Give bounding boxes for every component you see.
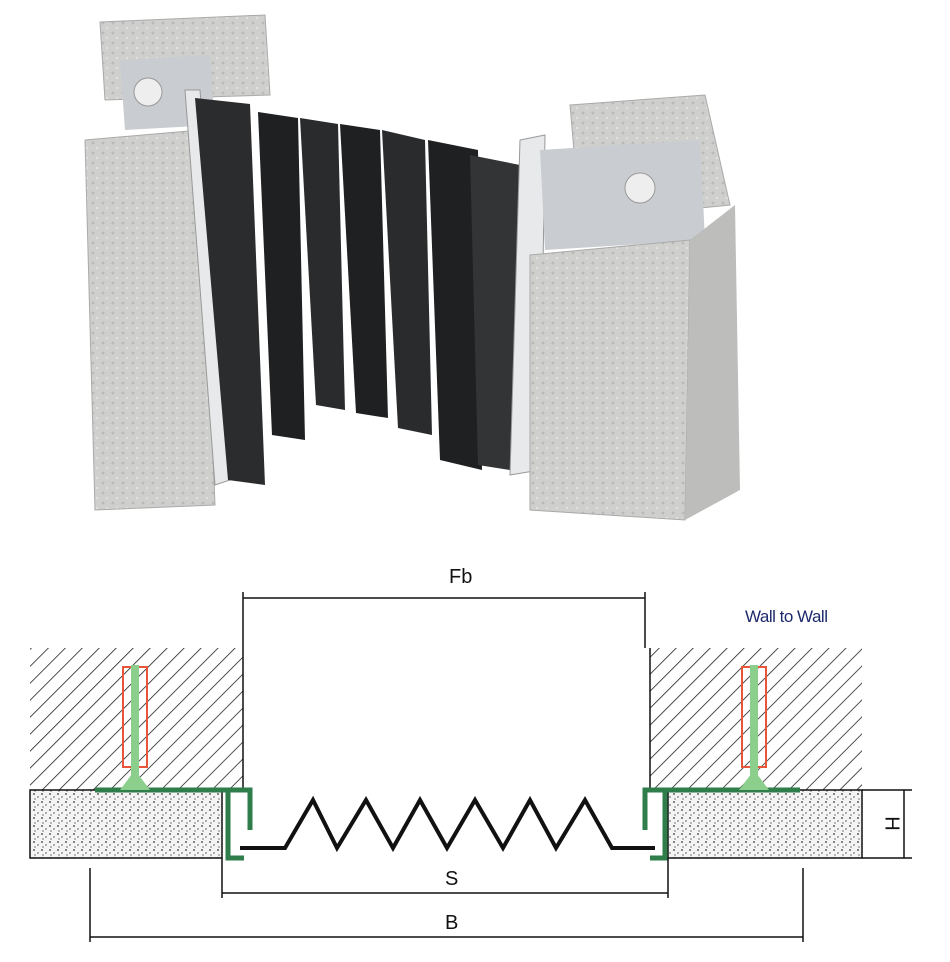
section-drawing <box>29 592 912 942</box>
dimension-b-label: B <box>445 912 459 934</box>
bellows-profile <box>240 795 655 853</box>
mode-label: Wall to Wall <box>745 607 828 626</box>
anchor-icon <box>739 665 769 790</box>
anchor-icon <box>120 665 150 790</box>
dimension-h-label: H <box>880 816 903 831</box>
left-concrete-block <box>84 14 271 511</box>
dimension-lines <box>89 592 912 942</box>
dimension-fb-label: Fb <box>449 566 473 588</box>
right-substrate <box>667 789 863 859</box>
bellows-fins <box>195 98 520 485</box>
dimension-s-label: S <box>445 868 459 890</box>
bolt-icon <box>133 77 163 107</box>
right-concrete-block <box>509 94 740 521</box>
left-substrate <box>29 789 223 859</box>
bolt-icon <box>624 172 656 204</box>
